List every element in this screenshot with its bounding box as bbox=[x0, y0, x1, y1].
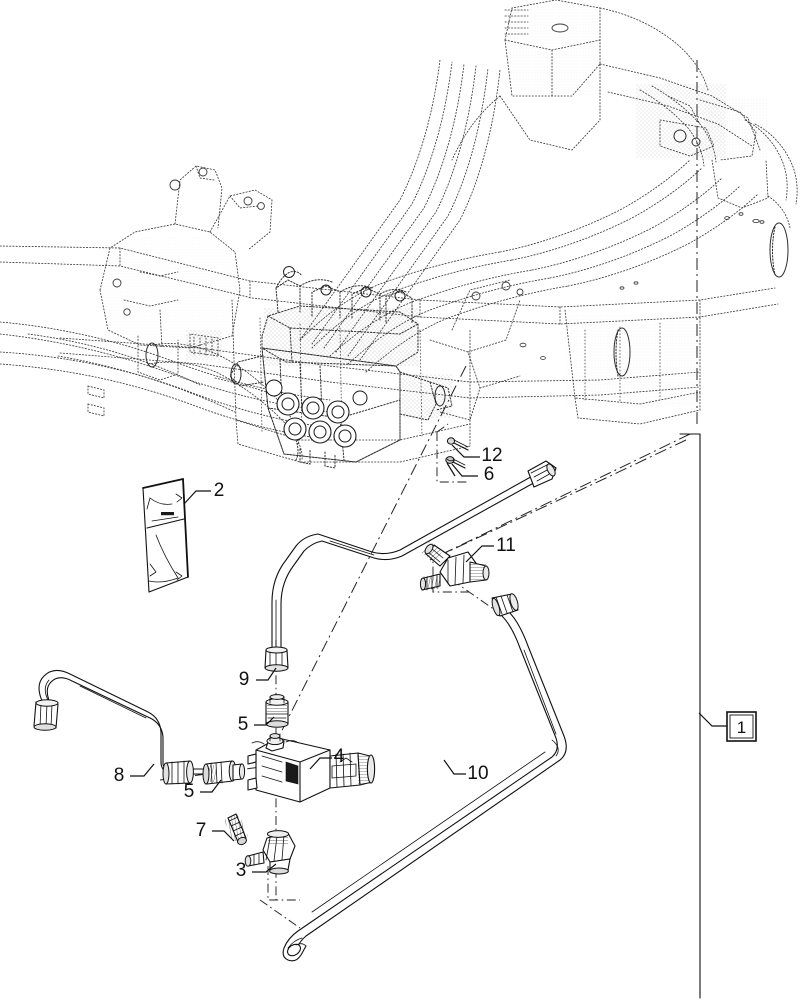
leader-4 bbox=[309, 757, 332, 770]
callout-1-inner-box bbox=[729, 714, 754, 739]
callout-7-label[interactable]: 7 bbox=[196, 820, 207, 841]
centerline-hardware-box bbox=[436, 432, 468, 483]
leader-12 bbox=[451, 444, 480, 458]
callout-5b-label[interactable]: 5 bbox=[184, 781, 195, 802]
ghost-tank-top bbox=[451, 0, 602, 161]
callout-4-label[interactable]: 4 bbox=[334, 746, 345, 767]
part-5a-adapter-fitting bbox=[265, 694, 289, 728]
leader-5b bbox=[200, 779, 222, 793]
leader-6b bbox=[446, 462, 456, 477]
hose-8-end-nut bbox=[33, 699, 59, 731]
leader-1 bbox=[698, 712, 727, 727]
ghost-mid-frame bbox=[87, 299, 471, 463]
front-frame-bracket-left bbox=[99, 165, 273, 381]
callout-5a-label[interactable]: 5 bbox=[238, 714, 249, 735]
part-9-tube-with-connector-nut bbox=[264, 460, 557, 672]
leader-3 bbox=[252, 863, 277, 873]
centerline-upper-to-tee bbox=[429, 433, 691, 561]
callout-10-label[interactable]: 10 bbox=[467, 763, 488, 784]
centerline-tee-box bbox=[432, 549, 470, 593]
part-3-elbow-fitting bbox=[244, 830, 296, 875]
callout-6-label[interactable]: 6 bbox=[484, 464, 495, 485]
callout-11-label[interactable]: 11 bbox=[496, 535, 516, 556]
callout-labels: 1 2 3 4 5 5 6 7 8 9 10 11 12 bbox=[114, 445, 757, 881]
tractor-chassis-ghost-assembly bbox=[0, 0, 798, 469]
part-8-hose-short bbox=[33, 669, 209, 785]
leader-5a bbox=[254, 716, 275, 726]
centerline-kit-edge bbox=[429, 439, 687, 561]
kit-boundary-bracket bbox=[679, 433, 701, 999]
ghost-hardware-dots bbox=[519, 212, 765, 360]
callout-8-label[interactable]: 8 bbox=[114, 765, 125, 786]
leader-7 bbox=[212, 830, 235, 842]
part-6-washer bbox=[445, 456, 466, 469]
part-7-cap-screw bbox=[224, 813, 248, 846]
part-11-tee-fitting bbox=[419, 541, 490, 591]
tube-end-ferrule-upper bbox=[527, 460, 557, 488]
leader-6 bbox=[451, 463, 478, 477]
callout-3-label[interactable]: 3 bbox=[236, 860, 247, 881]
callout-leaders bbox=[130, 444, 727, 873]
callout-1[interactable]: 1 bbox=[726, 711, 757, 742]
centerline-valve-to-item4 bbox=[261, 365, 467, 771]
leader-8 bbox=[130, 763, 155, 777]
centerline-item3-box bbox=[267, 866, 300, 901]
connector-nut-9 bbox=[264, 646, 289, 672]
part-5b-adapter-fitting bbox=[202, 760, 246, 785]
centerline-tee-to-hose10 bbox=[451, 579, 503, 616]
callout-9-label[interactable]: 9 bbox=[239, 669, 250, 690]
ghost-remote-valve-stack bbox=[229, 266, 524, 469]
callout-2-label[interactable]: 2 bbox=[214, 480, 225, 501]
part-10-tube-long bbox=[282, 593, 567, 962]
leader-9 bbox=[256, 667, 277, 681]
part-4-selector-valve bbox=[247, 733, 376, 803]
hose-8-end-ferrule bbox=[162, 760, 194, 785]
leader-10 bbox=[443, 759, 466, 775]
ghost-rear-frame-right bbox=[599, 7, 798, 229]
tube-10-upper-ferrule bbox=[491, 593, 519, 617]
leader-11 bbox=[465, 545, 494, 563]
callout-12-label[interactable]: 12 bbox=[481, 445, 502, 466]
callout-1-box bbox=[726, 711, 757, 742]
leader-2 bbox=[183, 490, 211, 505]
callout-1-label: 1 bbox=[737, 718, 746, 737]
part-2-instruction-plate bbox=[142, 478, 189, 593]
part-12-cap-screw-small bbox=[446, 437, 469, 451]
